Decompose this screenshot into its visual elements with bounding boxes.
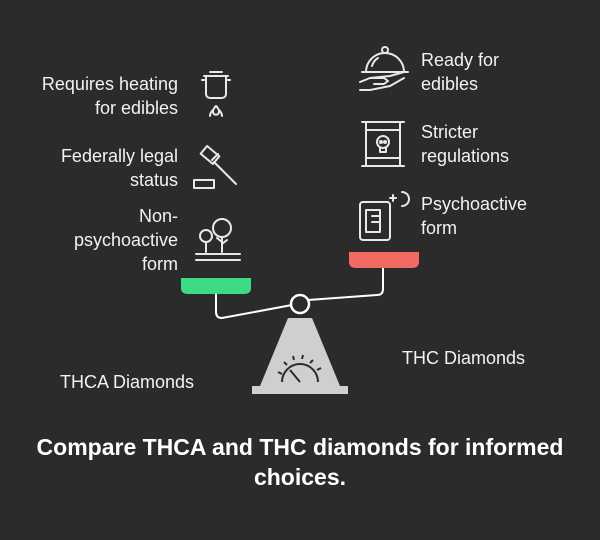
thc-item-edibles-line1: Ready for	[421, 50, 500, 70]
scale-foot	[252, 386, 348, 394]
gauge-dial-icon	[277, 354, 322, 383]
thc-title: THC Diamonds	[402, 348, 526, 368]
serving-cloche-icon	[358, 42, 412, 98]
thca-item-heating-line2: for edibles	[94, 98, 178, 118]
pot-on-flame-icon	[196, 66, 236, 122]
phone-night-icon	[358, 190, 410, 244]
scale-base	[260, 318, 340, 386]
caption: Compare THCA and THC diamonds for inform…	[0, 432, 600, 492]
scale-beam	[215, 268, 384, 320]
thc-item-psy-line2: form	[421, 218, 457, 238]
thc-item-reg-line1: Stricter	[421, 122, 479, 142]
thca-pan	[181, 278, 251, 294]
thca-item-legal-line2: status	[129, 170, 178, 190]
thca-item-legal: Federally legal status	[10, 144, 178, 192]
thc-pan	[349, 252, 419, 268]
thc-item-psy-line1: Psychoactive	[421, 194, 528, 214]
thc-item-edibles: Ready for edibles	[421, 48, 591, 96]
scale-pivot-icon	[289, 293, 311, 315]
thca-item-heating: Requires heating for edibles	[10, 72, 178, 120]
thca-item-nonpsy-line2: psychoactive	[73, 230, 178, 250]
trees-icon	[192, 214, 244, 266]
thca-title: THCA Diamonds	[60, 372, 195, 392]
thc-item-reg-line2: regulations	[421, 146, 510, 166]
caption-line2: choices.	[253, 464, 347, 490]
thca-item-nonpsychoactive: Non- psychoactive form	[10, 204, 178, 276]
hazard-barrel-icon	[360, 118, 406, 170]
caption-line1: Compare THCA and THC diamonds for inform…	[36, 434, 564, 460]
thc-item-regulations: Stricter regulations	[421, 120, 591, 168]
thca-item-nonpsy-line3: form	[142, 254, 178, 274]
thca-item-legal-line1: Federally legal	[60, 146, 178, 166]
thc-item-psychoactive: Psychoactive form	[421, 192, 591, 240]
thca-item-heating-line1: Requires heating	[41, 74, 178, 94]
balance-scale	[181, 252, 419, 394]
gavel-icon	[190, 142, 244, 192]
thc-item-edibles-line2: edibles	[421, 74, 479, 94]
thca-item-nonpsy-line1: Non-	[138, 206, 178, 226]
